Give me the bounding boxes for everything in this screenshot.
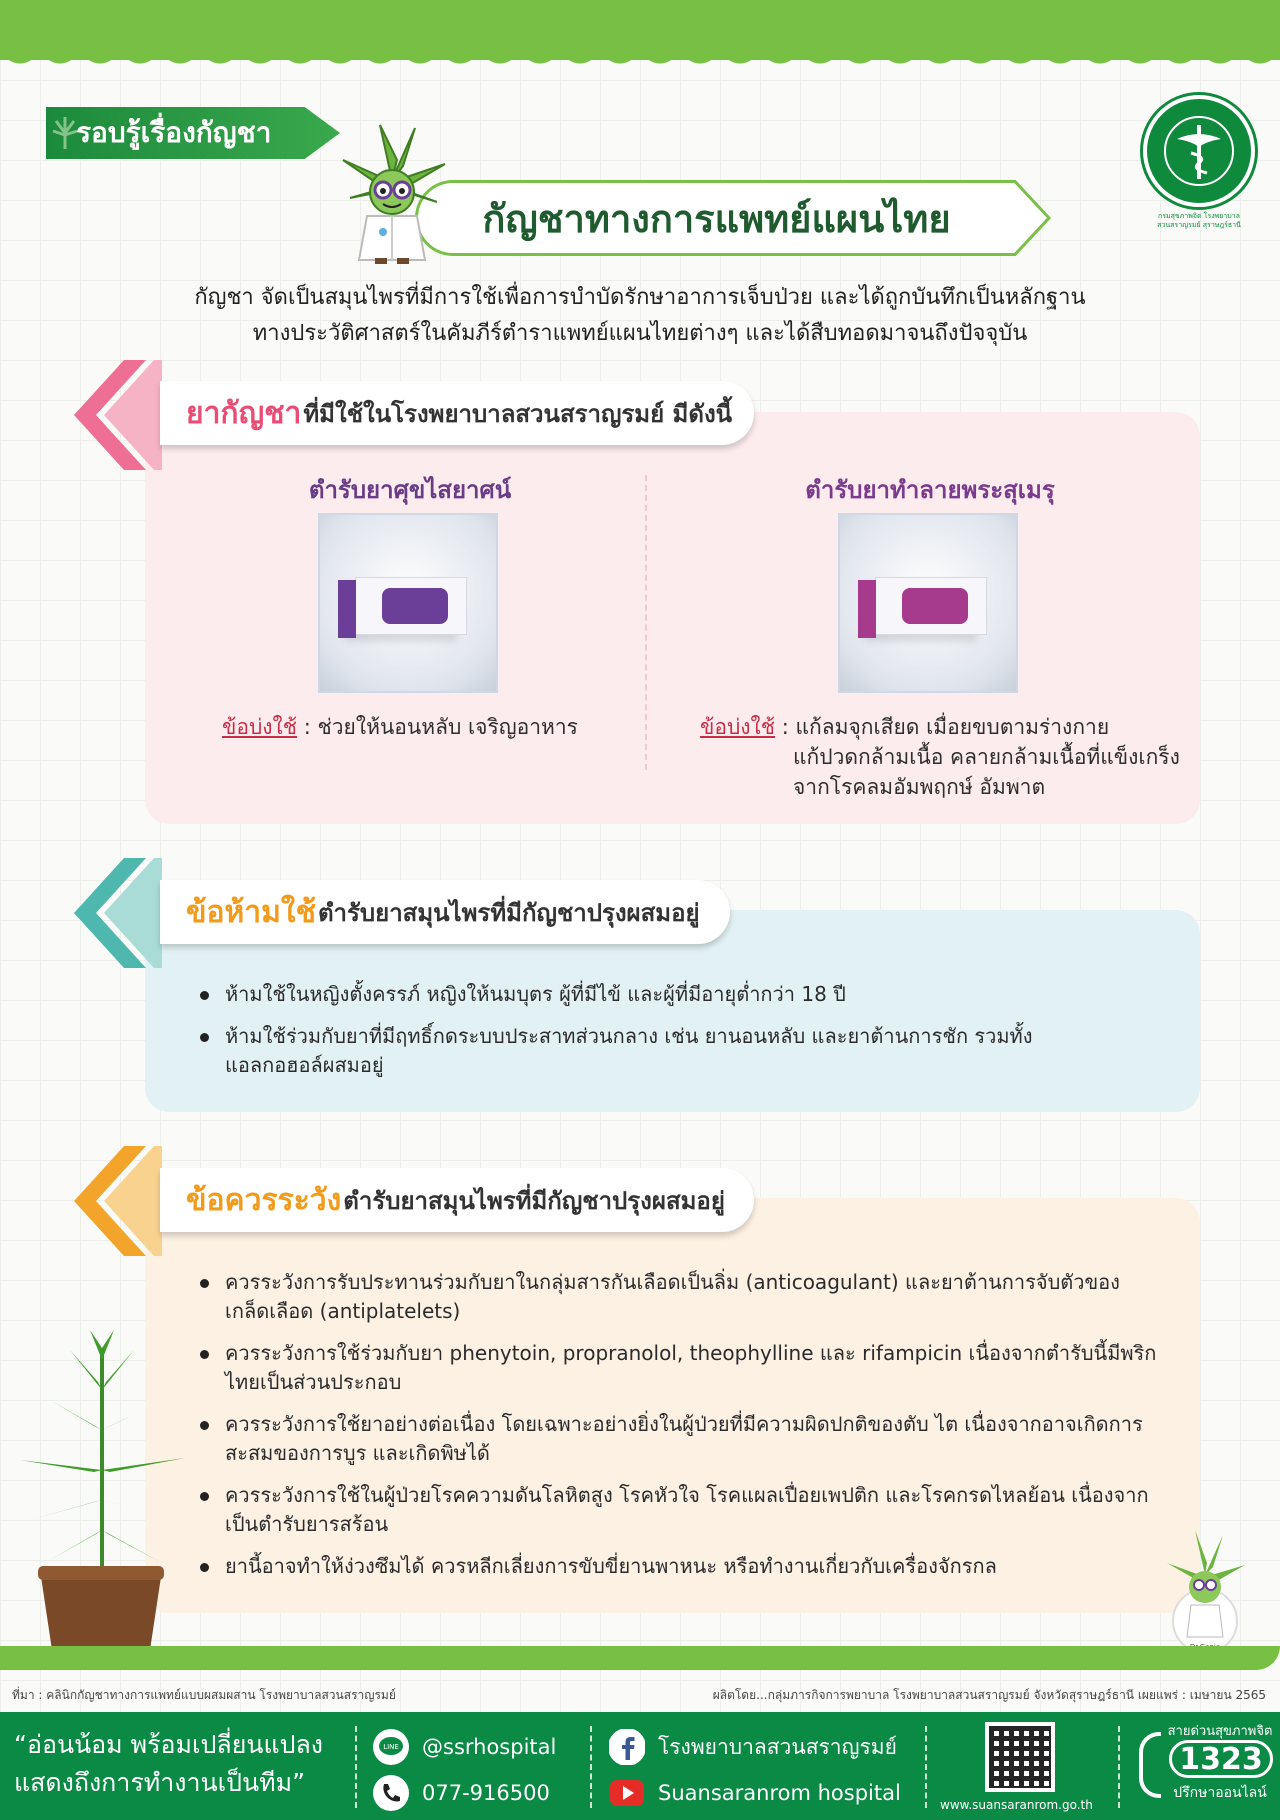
precaution-panel bbox=[145, 1198, 1200, 1613]
usage-text: : แก้ลมจุกเสียด เมื่อยขบตามร่างกาย bbox=[781, 715, 1110, 739]
list-item: ห้ามใช้ร่วมกับยาที่มีฤทธิ์กดระบบประสาทส่… bbox=[198, 1022, 1128, 1080]
top-scallop-band bbox=[0, 0, 1280, 82]
page-title: กัญชาทางการแพทย์แผนไทย bbox=[415, 180, 1015, 256]
line-app-icon: LINE bbox=[373, 1729, 409, 1765]
cannabis-leaf-icon bbox=[52, 117, 78, 149]
facebook-page: โรงพยาบาลสวนสราญรมย์ bbox=[658, 1734, 897, 1759]
topic-label: รอบรู้เรื่องกัญชา bbox=[76, 116, 272, 149]
medicine-box bbox=[338, 577, 467, 638]
youtube-icon bbox=[610, 1780, 644, 1806]
slogan-line-1: “อ่อนน้อม พร้อมเปลี่ยนแปลง bbox=[14, 1730, 323, 1759]
precaution-list: ควรระวังการรับประทานร่วมกับยาในกลุ่มสารก… bbox=[198, 1268, 1158, 1594]
section-title-rest: ตำรับยาสมุนไพรที่มีกัญชาปรุงผสมอยู่ bbox=[317, 898, 700, 927]
facebook-icon bbox=[609, 1729, 645, 1765]
usage-text: : ช่วยให้นอนหลับ เจริญอาหาร bbox=[303, 715, 578, 739]
chevron-left-pink-icon bbox=[74, 360, 162, 470]
youtube-channel: Suansaranrom hospital bbox=[658, 1781, 901, 1805]
title-arrow-tip bbox=[1005, 180, 1052, 256]
intro-paragraph: กัญชา จัดเป็นสมุนไพรที่มีการใช้เพื่อการบ… bbox=[100, 280, 1180, 352]
list-item: ควรระวังการใช้ในผู้ป่วยโรคความดันโลหิตสู… bbox=[198, 1481, 1158, 1539]
section-title-contraindication: ข้อห้ามใช้ ตำรับยาสมุนไพรที่มีกัญชาปรุงผ… bbox=[160, 880, 730, 944]
footer-separator bbox=[1118, 1726, 1120, 1808]
section-highlight: ยากัญชา bbox=[186, 395, 302, 431]
section-title-medicine: ยากัญชา ที่มีใช้ในโรงพยาบาลสวนสราญรมย์ ม… bbox=[160, 381, 754, 445]
usage-text-cont: แก้ปวดกล้ามเนื้อ คลายกล้ามเนื้อที่แข็งเก… bbox=[793, 745, 1180, 769]
list-item: ห้ามใช้ในหญิงตั้งครรภ์ หญิงให้นมบุตร ผู้… bbox=[198, 980, 1128, 1009]
source-credit: ที่มา : คลินิกกัญชาทางการแพทย์แบบผสมผสาน… bbox=[12, 1688, 396, 1702]
qr-code[interactable] bbox=[985, 1722, 1055, 1792]
phone-number: 077-916500 bbox=[422, 1781, 550, 1805]
hospital-slogan: “อ่อนน้อม พร้อมเปลี่ยนแปลง แสดงถึงการทำง… bbox=[14, 1726, 344, 1802]
hotline-sub: ปรึกษาออนไลน์ bbox=[1173, 1785, 1267, 1801]
phone-icon bbox=[373, 1775, 409, 1811]
usage-key: ข้อบ่งใช้ bbox=[222, 715, 298, 739]
producer-credit: ผลิตโดย...กลุ่มภารกิจการพยาบาล โรงพยาบาล… bbox=[712, 1688, 1266, 1702]
title-banner: กัญชาทางการแพทย์แผนไทย bbox=[325, 120, 1052, 264]
section-title-rest: ที่มีใช้ในโรงพยาบาลสวนสราญรมย์ มีดังนี้ bbox=[303, 399, 733, 428]
product-usage-1: ข้อบ่งใช้ : ช่วยให้นอนหลับ เจริญอาหาร bbox=[222, 712, 622, 742]
chevron-left-orange-icon bbox=[74, 1146, 162, 1256]
phone-contact[interactable]: 077-916500 bbox=[372, 1774, 550, 1812]
product-usage-2: ข้อบ่งใช้ : แก้ลมจุกเสียด เมื่อยขบตามร่า… bbox=[700, 712, 1180, 802]
bottom-green-bar bbox=[0, 1646, 1280, 1670]
hotline-caption: สายด่วนสุขภาพจิต bbox=[1167, 1724, 1273, 1739]
product-image-1 bbox=[318, 513, 498, 693]
list-item: ควรระวังการรับประทานร่วมกับยาในกลุ่มสารก… bbox=[198, 1268, 1158, 1326]
mascot-dr-ganja-icon: Dr.Ganja bbox=[1167, 1530, 1245, 1654]
caduceus-icon bbox=[1164, 116, 1234, 186]
ministry-public-health-logo bbox=[1143, 95, 1255, 207]
footer: “อ่อนน้อม พร้อมเปลี่ยนแปลง แสดงถึงการทำง… bbox=[0, 1712, 1280, 1820]
logo-caption: กรมสุขภาพจิต โรงพยาบาลสวนสราญรมย์ สุราษฎ… bbox=[1157, 212, 1241, 230]
contraindication-list: ห้ามใช้ในหญิงตั้งครรภ์ หญิงให้นมบุตร ผู้… bbox=[198, 980, 1128, 1093]
footer-separator bbox=[355, 1726, 357, 1808]
product-image-2 bbox=[838, 513, 1018, 693]
mental-health-hotline[interactable]: สายด่วนสุขภาพจิต 1323 ปรึกษาออนไลน์ bbox=[1135, 1718, 1275, 1814]
phone-handset-icon bbox=[1139, 1732, 1161, 1798]
footer-separator bbox=[590, 1726, 592, 1808]
youtube-contact[interactable]: Suansaranrom hospital bbox=[608, 1774, 901, 1812]
intro-line-2: ทางประวัติศาสตร์ในคัมภีร์ตำราแพทย์แผนไทย… bbox=[252, 321, 1028, 346]
line-id: @ssrhospital bbox=[422, 1735, 557, 1759]
slogan-line-2: แสดงถึงการทำงานเป็นทีม” bbox=[14, 1768, 306, 1797]
cannabis-plant-icon bbox=[20, 1330, 185, 1650]
medicine-box bbox=[858, 577, 987, 638]
list-item: ควรระวังการใช้ร่วมกับยา phenytoin, propr… bbox=[198, 1339, 1158, 1397]
product-divider bbox=[645, 475, 647, 770]
product-name-2: ตำรับยาทำลายพระสุเมรุ bbox=[805, 476, 1055, 504]
section-title-rest: ตำรับยาสมุนไพรที่มีกัญชาปรุงผสมอยู่ bbox=[343, 1186, 725, 1215]
svg-text:LINE: LINE bbox=[383, 1743, 399, 1751]
section-highlight: ข้อควรระวัง bbox=[186, 1182, 342, 1218]
footer-separator bbox=[925, 1726, 927, 1808]
section-highlight: ข้อห้ามใช้ bbox=[186, 894, 316, 930]
facebook-contact[interactable]: โรงพยาบาลสวนสราญรมย์ bbox=[608, 1728, 897, 1766]
website-url[interactable]: www.suansaranrom.go.th bbox=[940, 1798, 1093, 1812]
chevron-left-teal-icon bbox=[74, 858, 162, 968]
intro-line-1: กัญชา จัดเป็นสมุนไพรที่มีการใช้เพื่อการบ… bbox=[194, 285, 1086, 310]
hotline-number: 1323 bbox=[1169, 1740, 1273, 1778]
product-name-1: ตำรับยาศุขไสยาศน์ bbox=[308, 476, 512, 504]
usage-key: ข้อบ่งใช้ bbox=[700, 715, 776, 739]
list-item: ยานี้อาจทำให้ง่วงซึมได้ ควรหลีกเลี่ยงการ… bbox=[198, 1552, 1158, 1581]
usage-text-cont: จากโรคลมอัมพฤกษ์ อัมพาต bbox=[793, 775, 1046, 799]
section-title-precaution: ข้อควรระวัง ตำรับยาสมุนไพรที่มีกัญชาปรุง… bbox=[160, 1168, 754, 1232]
list-item: ควรระวังการใช้ยาอย่างต่อเนื่อง โดยเฉพาะอ… bbox=[198, 1410, 1158, 1468]
topic-ribbon: รอบรู้เรื่องกัญชา bbox=[46, 107, 340, 159]
mascot-doctor-cannabis-icon bbox=[342, 124, 446, 264]
line-contact[interactable]: LINE @ssrhospital bbox=[372, 1728, 556, 1766]
